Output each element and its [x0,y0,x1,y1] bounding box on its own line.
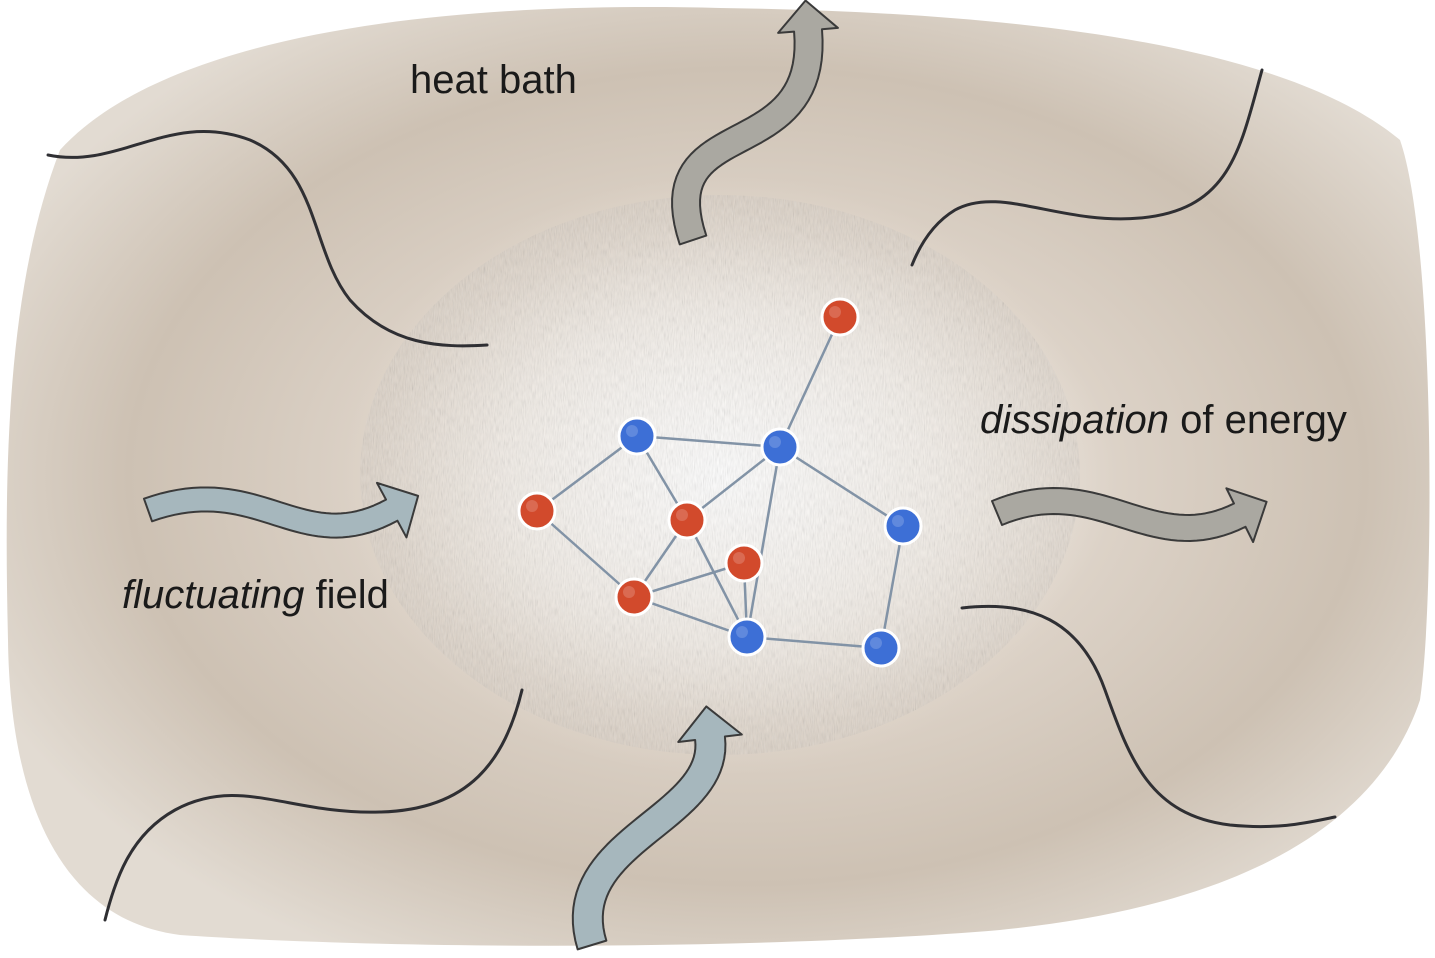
blue-node [861,628,901,668]
dissipation-label: dissipation of energy [980,400,1347,440]
network-edge [685,445,782,522]
node-highlight [829,306,841,318]
network-edge [535,509,636,599]
wave-top-right [910,68,1264,267]
network-edge [745,635,883,650]
node-highlight [626,425,638,437]
heat-bath-label: heat bath [410,58,577,102]
blue-node [617,416,657,456]
blue-node [760,427,800,467]
node-highlight [676,509,688,521]
input-arrow-bottom [571,705,743,951]
output-arrow-right [990,487,1268,543]
node-highlight [736,626,748,638]
network-edge [778,315,842,449]
node-highlight [870,637,882,649]
input-arrow-left [142,481,420,539]
node-highlight [623,586,635,598]
fluctuating-field-label: fluctuating field [122,575,389,615]
network-edge [685,518,749,639]
blue-node [883,506,923,546]
dissipation-emphasis: dissipation [980,398,1170,442]
output-arrow-top [671,0,839,246]
wave-bottom-left [103,688,524,922]
red-node [614,577,654,617]
red-node [724,543,764,583]
node-highlight [526,500,538,512]
red-node [820,297,860,337]
red-node [517,491,557,531]
node-highlight [769,436,781,448]
fluctuating-emphasis: fluctuating [122,573,305,617]
of-energy-text: of energy [1169,398,1347,442]
red-node [667,500,707,540]
wave-bottom-right [960,604,1337,829]
network-edge [535,434,639,513]
node-highlight [892,515,904,527]
network-edge [778,445,905,528]
field-text: field [304,573,389,617]
bath-texture [360,195,1080,755]
blue-node [727,617,767,657]
network-edge [745,445,782,639]
node-highlight [733,552,745,564]
network-edge [635,434,782,449]
network-edge [879,524,905,650]
network-edge [632,595,749,639]
wave-top-left [46,130,489,348]
